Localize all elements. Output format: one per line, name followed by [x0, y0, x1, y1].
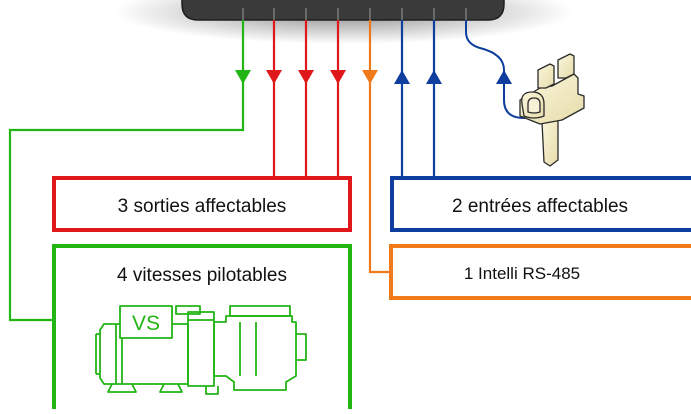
speeds-label: 4 vitesses pilotables: [117, 265, 287, 286]
blue-wires: [400, 20, 436, 177]
green-wire: [8, 20, 245, 322]
outputs-label: 3 sorties affectables: [118, 196, 287, 217]
red-arrow-down-3: [330, 70, 346, 84]
intelli-box: 1 Intelli RS-485: [389, 244, 691, 300]
red-wires: [272, 20, 340, 177]
orange-wire: [368, 20, 390, 274]
inputs-label: 2 entrées affectables: [452, 196, 628, 217]
blue-arrow-up-1: [394, 70, 410, 84]
blue-arrow-up-2: [426, 70, 442, 84]
inputs-box: 2 entrées affectables: [390, 176, 691, 232]
intelli-label: 1 Intelli RS-485: [464, 264, 580, 283]
outputs-box: 3 sorties affectables: [52, 176, 352, 232]
variable-speed-pump-icon: [95, 305, 307, 395]
orange-arrow-down: [362, 70, 378, 84]
green-arrow-down: [235, 70, 251, 84]
sensor-wire: [465, 20, 532, 119]
controller-body: [114, 0, 574, 44]
speeds-box: 4 vitesses pilotables: [52, 244, 352, 414]
red-arrow-down-2: [298, 70, 314, 84]
sensor-arrow-up: [496, 70, 512, 84]
vs-badge: VS: [132, 312, 160, 335]
red-arrow-down-1: [266, 70, 282, 84]
flow-sensor-icon: [519, 53, 585, 167]
